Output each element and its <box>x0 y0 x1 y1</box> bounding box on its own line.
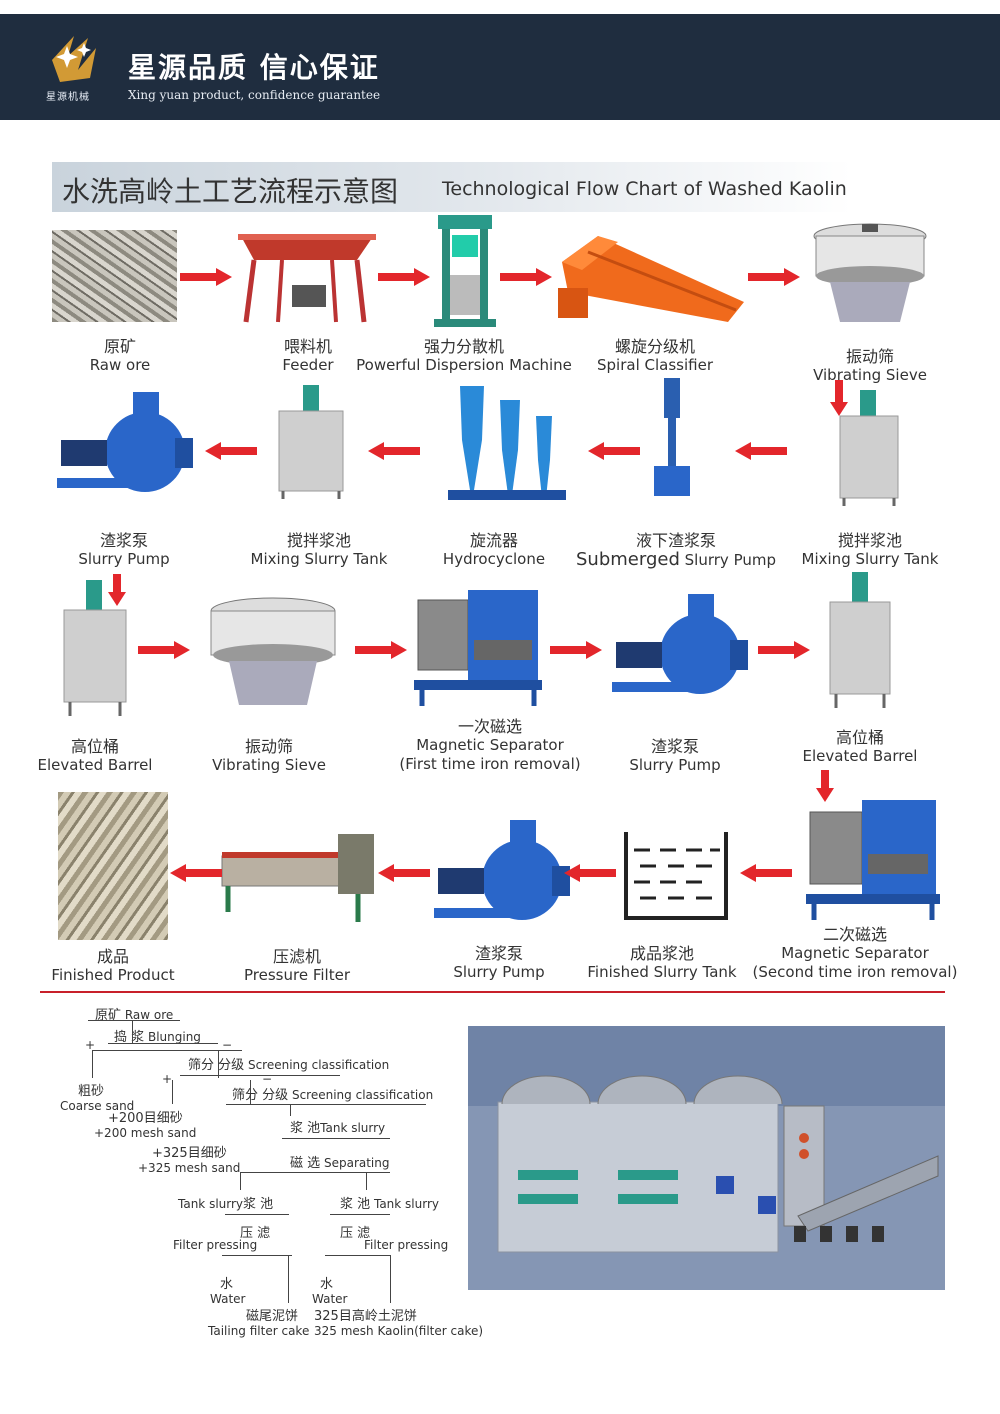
tree-plus-1: + <box>85 1038 96 1052</box>
finished-product-image <box>58 792 168 940</box>
elevated-barrel-2-image <box>829 572 891 708</box>
header-banner <box>0 14 1000 120</box>
slurry-pump-2-image <box>612 594 748 694</box>
spiral-classifier-image <box>558 236 744 322</box>
arrow-left-icon <box>205 442 257 460</box>
tree-filter-pressing-left: Filter pressing <box>173 1238 258 1252</box>
slurry-pump-1-image <box>57 392 193 492</box>
arrow-right-icon <box>500 268 552 286</box>
tree-screen-2: 筛分 分级 Screening classification <box>232 1088 434 1103</box>
magnetic-separator-2-image <box>806 800 940 920</box>
tree-200-mesh: +200目细砂+200 mesh sand <box>94 1111 197 1140</box>
arrow-right-icon <box>550 641 602 659</box>
mixing-tank-1-image <box>839 390 899 506</box>
dispersion-machine-image <box>434 215 496 327</box>
tree-minus-1: − <box>222 1038 233 1052</box>
title-english: Technological Flow Chart of Washed Kaoli… <box>442 178 847 200</box>
arrow-left-icon <box>740 864 792 882</box>
arrow-right-icon <box>355 641 407 659</box>
feeder-image <box>238 234 376 323</box>
arrow-right-icon <box>180 268 232 286</box>
title-chinese: 水洗高岭土工艺流程示意图 <box>62 175 399 208</box>
magnetic-separator-1-image <box>414 590 542 706</box>
tree-tank-left: Tank slurry浆 池 <box>178 1197 274 1212</box>
tree-raw-ore: 原矿 Raw ore <box>95 1008 174 1023</box>
arrow-left-icon <box>564 864 616 882</box>
arrow-down-icon <box>108 574 126 606</box>
arrow-right-icon <box>378 268 430 286</box>
tree-plus-2: + <box>162 1072 173 1086</box>
arrow-left-icon <box>588 442 640 460</box>
tree-filter-pressing-right: Filter pressing <box>364 1238 449 1252</box>
tree-tank-right: 浆 池 Tank slurry <box>340 1197 439 1212</box>
plant-3d-render-image <box>468 1026 945 1290</box>
tree-blunging: 捣 浆 Blunging <box>114 1030 201 1045</box>
tree-tank-slurry: 浆 池Tank slurry <box>290 1121 386 1136</box>
submerged-pump-image <box>654 378 690 496</box>
xingyuan-logo-icon <box>52 36 96 82</box>
tree-press-left: 压 滤 <box>240 1226 271 1241</box>
arrow-left-icon <box>368 442 420 460</box>
vibrating-sieve-image <box>813 223 927 322</box>
finished-slurry-tank-icon <box>624 832 728 920</box>
tree-screen-1: 筛分 分级 Screening classification <box>188 1058 390 1073</box>
arrow-down-icon <box>830 380 848 416</box>
elevated-barrel-1-image <box>63 580 127 716</box>
tree-minus-2: − <box>262 1072 273 1086</box>
vibrating-sieve-2-image <box>210 597 336 705</box>
arrow-left-icon <box>170 864 222 882</box>
title-bar <box>52 162 852 212</box>
mixing-tank-2-image <box>278 385 344 499</box>
slogan-chinese: 星源品质 信心保证 <box>128 51 380 84</box>
arrow-right-icon <box>138 641 190 659</box>
logo-text: 星源机械 <box>46 92 90 103</box>
arrow-right-icon <box>758 641 810 659</box>
pressure-filter-image <box>221 834 374 922</box>
section-divider <box>40 991 945 993</box>
arrow-left-icon <box>735 442 787 460</box>
tree-325-mesh: +325目细砂+325 mesh sand <box>138 1146 241 1175</box>
hydrocyclone-image <box>448 386 566 500</box>
slurry-pump-3-image <box>434 820 570 920</box>
tree-separating: 磁 选 Separating <box>290 1156 390 1171</box>
arrow-down-icon <box>816 770 834 802</box>
arrow-left-icon <box>378 864 430 882</box>
slogan-english: Xing yuan product, confidence guarantee <box>128 88 381 102</box>
arrow-right-icon <box>748 268 800 286</box>
tree-press-right: 压 滤 <box>340 1226 371 1241</box>
raw-ore-image <box>52 230 177 322</box>
